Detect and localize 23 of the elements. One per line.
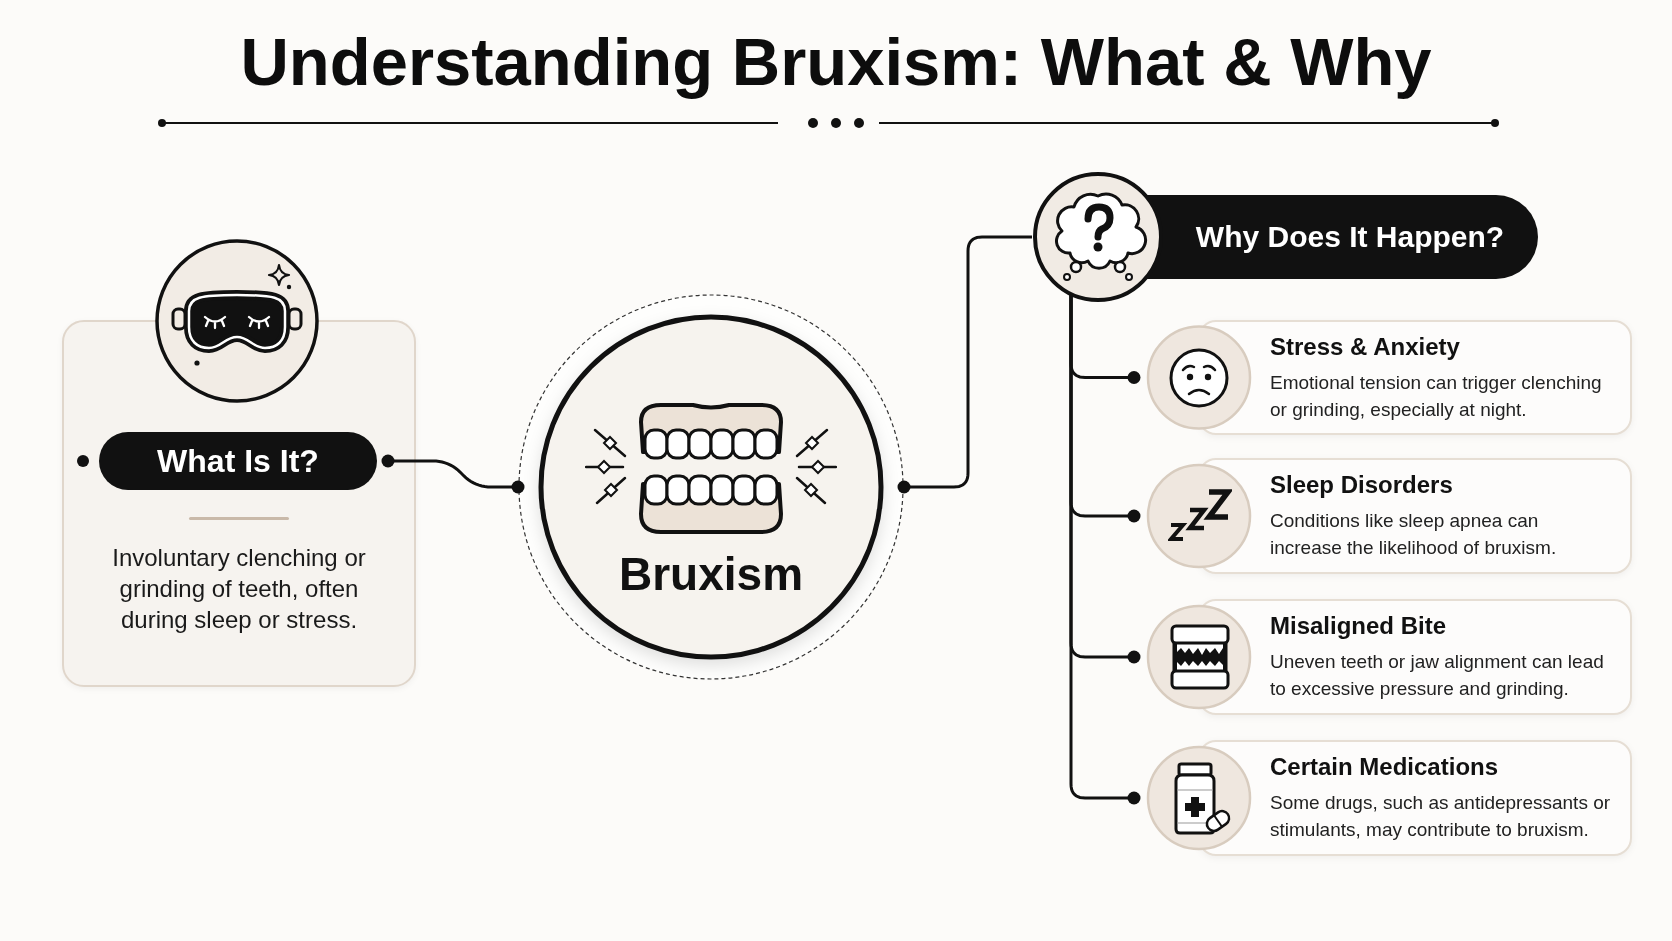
connector-line: [1069, 295, 1141, 805]
cause-card: [1146, 320, 1632, 435]
title: Understanding Bruxism: What & Why: [240, 23, 1432, 101]
card-description: Emotional tension can trigger clenching or grinding, especially at night.: [1270, 371, 1603, 422]
connector-line: [897, 235, 1032, 494]
heading-pill: [99, 432, 377, 490]
card-heading: Sleep Disorders: [1270, 470, 1453, 500]
cause-card: [1146, 458, 1632, 574]
cause-card: [1146, 740, 1632, 856]
cause-card: [1146, 599, 1632, 715]
card-heading: Misaligned Bite: [1270, 611, 1447, 641]
connector-line: [381, 454, 525, 494]
center-label: Bruxism: [618, 547, 804, 602]
heading-text: What Is It?: [157, 442, 319, 480]
card-heading: Certain Medications: [1270, 752, 1499, 782]
card-heading: Stress & Anxiety: [1270, 332, 1460, 362]
card-description: Conditions like sleep apnea can increase the likelihood of bruxism.: [1270, 509, 1558, 560]
heading-text: Why Does It Happen?: [1195, 219, 1505, 255]
description-text: Involuntary clenching or grinding of teeth, often during sleep or stress.: [111, 543, 367, 635]
card-description: Uneven teeth or jaw alignment can lead to excessive pressure and grinding.: [1270, 650, 1605, 701]
heading-pill: [1032, 171, 1538, 303]
central-circle: [518, 294, 904, 680]
card-description: Some drugs, such as antidepressants or stimulants, may contribute to bruxism.: [1270, 791, 1612, 842]
